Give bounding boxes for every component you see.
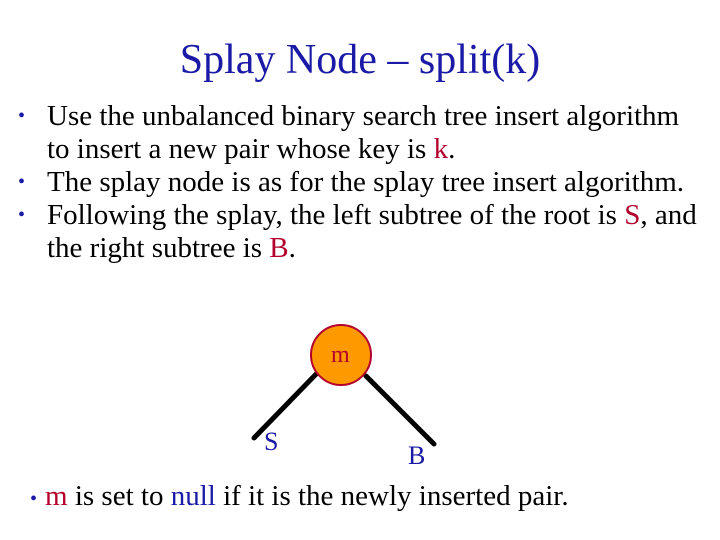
bottom-text-mid: is set to xyxy=(67,480,171,512)
bullet-dot-icon: • xyxy=(30,488,38,510)
null-keyword: null xyxy=(170,480,216,512)
node-m-ref: m xyxy=(45,480,68,512)
subtree-s-label: S xyxy=(624,199,641,231)
bullet-item-splay-node: • The splay node is as for the splay tre… xyxy=(18,166,708,199)
edge-left xyxy=(251,365,325,441)
bullet-dot-icon: • xyxy=(18,105,26,127)
key-k: k xyxy=(433,133,449,165)
bullet-text: The splay node is as for the splay tree … xyxy=(47,166,685,198)
bullet-text-end: . xyxy=(448,133,456,165)
bullet-item-subtrees: • Following the splay, the left subtree … xyxy=(18,199,708,265)
bottom-text-end: if it is the newly inserted pair. xyxy=(215,480,569,512)
slide-title: Splay Node – split(k) xyxy=(179,37,541,83)
right-subtree-label: B xyxy=(408,441,426,470)
bullet-text: Following the splay, the left subtree of… xyxy=(47,199,625,231)
root-node-circle xyxy=(310,324,372,386)
bullet-item-insert: • Use the unbalanced binary search tree … xyxy=(18,100,708,166)
bullet-text-end: . xyxy=(288,232,296,264)
subtree-b-label: B xyxy=(269,232,289,264)
bullet-text: Use the unbalanced binary search tree in… xyxy=(47,100,680,165)
bottom-bullet: • m is set to null if it is the newly ins… xyxy=(30,480,710,516)
bullet-list: • Use the unbalanced binary search tree … xyxy=(18,100,708,265)
root-node-label: m xyxy=(331,342,350,368)
bullet-dot-icon: • xyxy=(18,204,26,226)
edge-right xyxy=(363,373,437,447)
bullet-dot-icon: • xyxy=(18,171,26,193)
left-subtree-label: S xyxy=(264,427,279,456)
bullet-text-mid: , and the right subtree is xyxy=(47,199,697,264)
